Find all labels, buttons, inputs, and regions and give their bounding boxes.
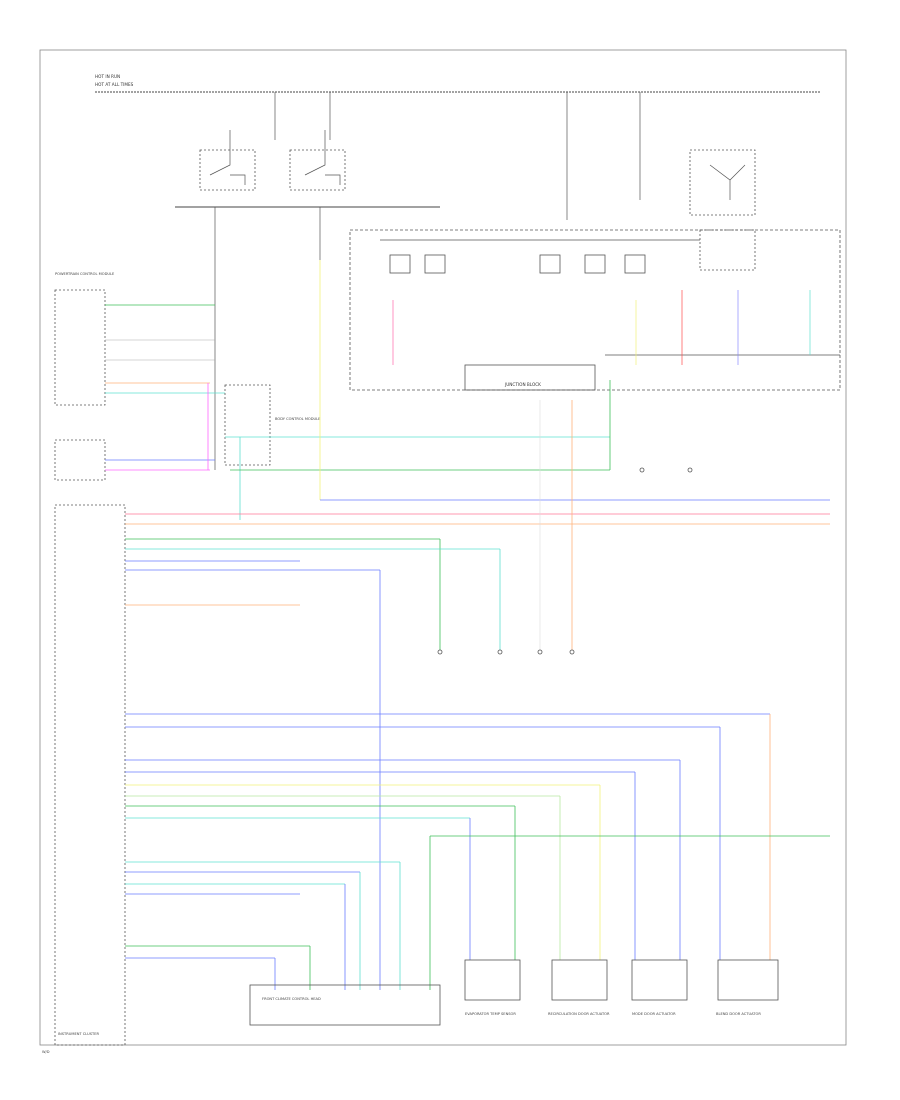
relay-group-left [199,130,346,191]
fuse-row [389,254,646,274]
junction-label: JUNCTION BLOCK [504,382,541,387]
svg-text:RECIRCULATION DOOR ACTUATOR: RECIRCULATION DOOR ACTUATOR [548,1012,610,1016]
actuator-evap: EVAPORATOR TEMP SENSOR [464,959,521,1016]
footer-code: W/D [42,1050,50,1054]
front-control-box: FRONT CLIMATE CONTROL HEAD [249,984,441,1026]
svg-text:INSTRUMENT CLUSTER: INSTRUMENT CLUSTER [58,1032,99,1036]
actuator-recirc: RECIRCULATION DOOR ACTUATOR [548,959,610,1016]
diagram-frame [39,49,847,1046]
top-label-run: HOT IN RUN [95,74,120,79]
svg-text:POWERTRAIN CONTROL MODULE: POWERTRAIN CONTROL MODULE [55,272,115,276]
svg-text:MODE DOOR ACTUATOR: MODE DOOR ACTUATOR [632,1012,676,1016]
svg-text:BODY CONTROL MODULE: BODY CONTROL MODULE [275,417,321,421]
svg-text:FRONT CLIMATE CONTROL HEAD: FRONT CLIMATE CONTROL HEAD [262,997,321,1001]
ground-markers [437,467,693,655]
top-label-all: HOT AT ALL TIMES [95,82,134,87]
ptcm-module: POWERTRAIN CONTROL MODULE [54,272,225,406]
instrument-cluster: INSTRUMENT CLUSTER [54,504,126,1046]
relay-right [689,149,756,271]
evap-sensor-box [54,383,215,481]
svg-text:BLEND DOOR ACTUATOR: BLEND DOOR ACTUATOR [716,1012,761,1016]
svg-text:EVAPORATOR TEMP SENSOR: EVAPORATOR TEMP SENSOR [465,1012,516,1016]
actuator-mode: MODE DOOR ACTUATOR [631,959,688,1016]
bcm-module: BODY CONTROL MODULE [224,384,321,466]
actuator-blend: BLEND DOOR ACTUATOR [716,959,779,1016]
